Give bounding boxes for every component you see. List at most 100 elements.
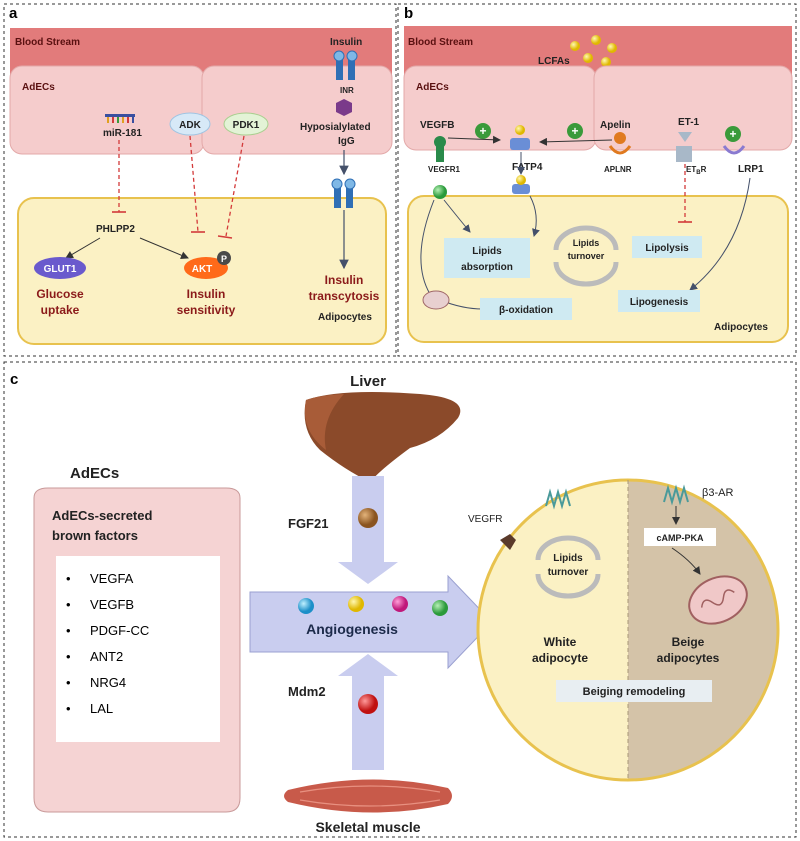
lipids-turnover-b-line2: turnover — [568, 251, 605, 261]
mitochondrion-icon — [422, 290, 450, 310]
plus-icon-1: + — [475, 123, 491, 139]
panel-b: b Blood Stream LCFAs AdECs VEGFB FATP4 A… — [397, 3, 797, 357]
insulin-label: Insulin — [330, 37, 362, 48]
liver-icon — [304, 392, 461, 482]
beige-adipocyte-line1: Beige — [672, 635, 705, 649]
beiging-remodeling-box — [556, 680, 712, 702]
plus-icon-3: + — [725, 126, 741, 142]
panel-c-border — [3, 361, 797, 838]
glut1-node — [34, 257, 86, 279]
lipogenesis-label: Lipogenesis — [630, 297, 689, 308]
factor-dot-blue — [298, 598, 314, 614]
glucose-uptake-line2: uptake — [41, 303, 80, 317]
glucose-uptake-line1: Glucose — [36, 287, 84, 301]
insulin-sensitivity-line2: sensitivity — [177, 303, 236, 317]
pdk1-node — [223, 112, 269, 136]
et1-label: ET-1 — [678, 117, 700, 128]
aplnr-receptor-icon — [608, 132, 632, 155]
factor-item: PDGF-CC — [90, 623, 149, 638]
igg-label: IgG — [338, 136, 355, 147]
adec-cell-b-left — [403, 65, 597, 151]
lipids-turnover-c-cycle-icon — [535, 535, 601, 599]
white-adipocyte-line1: White — [544, 635, 577, 649]
blood-stream-a-label: Blood Stream — [15, 37, 80, 48]
panel-b-border — [397, 3, 797, 357]
beige-adipocyte-line2: adipocytes — [657, 651, 720, 665]
insulin-transcytosis-line2: transcytosis — [309, 289, 380, 303]
beta-oxidation-label: β-oxidation — [499, 305, 553, 316]
adecs-b-label: AdECs — [416, 82, 449, 93]
liver-arrow — [338, 476, 398, 584]
beiging-remodeling-label: Beiging remodeling — [583, 686, 686, 698]
lcfa-dots-icon — [570, 35, 617, 67]
vegfr-c-label: VEGFR — [468, 514, 502, 525]
insulin-transcytosis-line1: Insulin — [325, 273, 364, 287]
inr-receptor-icon — [333, 50, 358, 80]
factor-item: LAL — [90, 701, 113, 716]
adecs-c-label: AdECs — [70, 465, 119, 482]
etbr-receptor-icon — [676, 132, 692, 162]
vegfr1-label: VEGFR1 — [428, 165, 461, 174]
phospho-node — [217, 251, 231, 265]
factor-bullet: • — [66, 597, 71, 612]
hyposialylated-label: Hyposialylated — [300, 122, 371, 133]
fgf21-molecule-icon — [358, 508, 378, 528]
igg-hexagon-icon — [336, 99, 352, 116]
inhibition-lines-a — [112, 135, 245, 239]
panel-c-letter: c — [10, 371, 18, 388]
insulin-sensitivity-line1: Insulin — [187, 287, 226, 301]
vegfr-receptor-icon — [500, 534, 516, 550]
adec-cell-b-right — [593, 65, 793, 151]
factor-dot-yellow — [348, 596, 364, 612]
lipids-absorption-line2: absorption — [461, 262, 513, 273]
adecs-a-label: AdECs — [22, 82, 55, 93]
white-adipocyte-half — [478, 480, 628, 780]
svg-text:+: + — [479, 124, 486, 138]
fgf21-label: FGF21 — [288, 516, 328, 531]
secreted-title-line1: AdECs-secreted — [52, 508, 152, 523]
lcfas-label: LCFAs — [538, 56, 570, 67]
adec-cell-a-right — [201, 65, 393, 155]
phlpp2-label: PHLPP2 — [96, 224, 135, 235]
secreted-title-line2: brown factors — [52, 528, 138, 543]
lrp1-label: LRP1 — [738, 164, 764, 175]
angiogenesis-label: Angiogenesis — [306, 621, 398, 637]
lrp1-receptor-icon — [722, 145, 746, 155]
factor-bullet: • — [66, 675, 71, 690]
lipids-turnover-c-line1: Lipids — [553, 553, 583, 564]
b3ar-gpcr-icon — [663, 484, 689, 506]
factor-dot-magenta — [392, 596, 408, 612]
panel-a: a Blood Stream Insulin AdECs INR miR-181 — [3, 3, 397, 357]
factor-item: NRG4 — [90, 675, 126, 690]
adipocytes-b-label: Adipocytes — [714, 322, 768, 333]
adipocytes-a-label: Adipocytes — [318, 312, 372, 323]
inr-label: INR — [340, 86, 354, 95]
lipolysis-box — [632, 236, 702, 258]
mir181-label: miR-181 — [103, 128, 142, 139]
lipids-turnover-cycle-icon — [553, 225, 619, 287]
adk-label: ADK — [179, 120, 201, 131]
factor-bullet: • — [66, 701, 71, 716]
phospho-label: P — [221, 254, 227, 264]
factor-list: •VEGFA•VEGFB•PDGF-CC•ANT2•NRG4•LAL — [66, 571, 149, 716]
factor-dot-green — [432, 600, 448, 616]
svg-text:+: + — [571, 124, 578, 138]
lipolysis-label: Lipolysis — [645, 243, 689, 254]
mdm2-molecule-icon — [358, 694, 378, 714]
lipids-turnover-c-line2: turnover — [548, 567, 589, 578]
factor-bullet: • — [66, 649, 71, 664]
etbr-label: ETBR — [686, 165, 707, 176]
panel-b-letter: b — [404, 5, 413, 22]
glut1-label: GLUT1 — [44, 264, 77, 275]
fatp4-label: FATP4 — [512, 162, 543, 173]
panel-a-letter: a — [9, 5, 18, 22]
b3ar-label: β3-AR — [702, 487, 733, 499]
camp-pka-label: cAMP-PKA — [656, 533, 704, 543]
apelin-label: Apelin — [600, 120, 631, 131]
lipids-absorption-box — [444, 238, 530, 278]
white-gpcr-icon — [545, 488, 571, 510]
skeletal-muscle-label: Skeletal muscle — [315, 819, 420, 835]
skeletal-muscle-icon — [284, 779, 452, 813]
factor-bullet: • — [66, 571, 71, 586]
